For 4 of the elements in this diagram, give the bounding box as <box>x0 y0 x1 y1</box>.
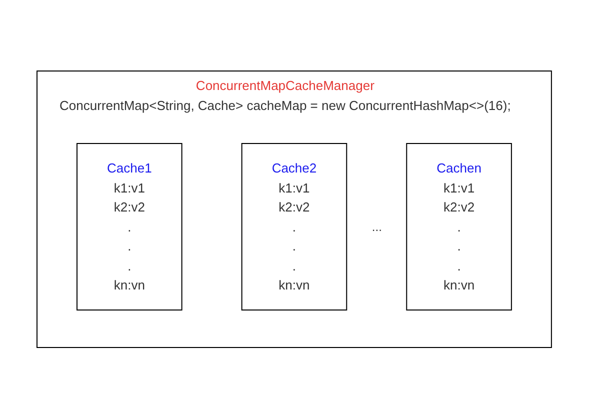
node-box: Cachen k1:v1 k2:v2 . . . kn:vn <box>406 143 512 311</box>
node-box: Cache1 k1:v1 k2:v2 . . . kn:vn <box>76 143 183 311</box>
ellipsis-text: ... <box>372 220 382 234</box>
node-box: Cache2 k1:v1 k2:v2 . . . kn:vn <box>242 143 348 311</box>
